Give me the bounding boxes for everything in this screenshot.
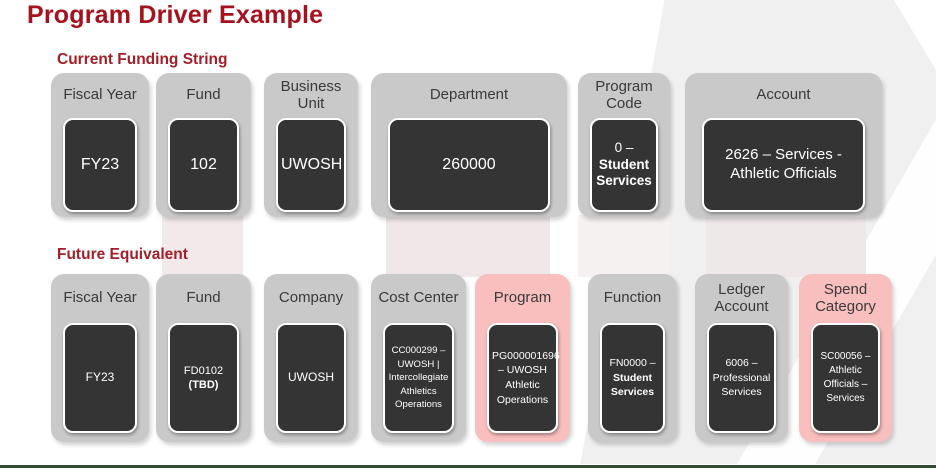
connector-department: [386, 215, 550, 277]
value-text: CC000299 – UWOSH | Intercollegiate Athle…: [388, 345, 449, 411]
section-heading-future: Future Equivalent: [57, 246, 188, 263]
current-box-fiscal-year: Fiscal Year FY23: [51, 73, 149, 217]
future-box-spend-category: Spend Category SC00056 – Athletic Offici…: [799, 274, 892, 442]
future-cost-center-value: CC000299 – UWOSH | Intercollegiate Athle…: [383, 323, 454, 433]
current-account-label: Account: [756, 86, 811, 104]
value-text: 0 –: [614, 139, 634, 155]
future-spend-category-label: Spend Category: [815, 280, 876, 315]
future-program-value: PG000001696 – UWOSH Athletic Operations: [487, 323, 560, 433]
current-fund-value: 102: [168, 118, 239, 212]
future-company-label: Company: [278, 289, 344, 307]
current-fiscal-year-value: FY23: [63, 118, 137, 212]
future-cost-center-label: Cost Center: [378, 289, 459, 307]
current-department-label: Department: [429, 86, 509, 104]
future-box-company: Company UWOSH: [264, 274, 358, 442]
value-text: PG000001696 – UWOSH Athletic Operations: [492, 349, 560, 406]
value-text: 2626 – Services - Athletic Officials: [725, 146, 842, 182]
value-text: FY23: [80, 156, 120, 173]
value-text-bold: Student Services: [610, 371, 655, 399]
value-text: FN0000 –: [609, 356, 656, 369]
connector-account: [706, 215, 866, 277]
future-fund-label: Fund: [186, 289, 221, 307]
current-box-business-unit: Business Unit UWOSH: [264, 73, 358, 217]
future-box-fiscal-year: Fiscal Year FY23: [51, 274, 149, 442]
current-box-program-code: Program Code 0 –Student Services: [578, 73, 670, 217]
current-business-unit-label: Business Unit: [280, 77, 342, 112]
connector-program-code: [578, 215, 670, 277]
future-function-value: FN0000 – Student Services: [600, 323, 665, 433]
future-fund-value: FD0102 (TBD): [168, 323, 239, 433]
current-program-code-label: Program Code: [595, 77, 653, 112]
current-program-code-value: 0 –Student Services: [590, 118, 658, 212]
value-text: UWOSH: [288, 370, 334, 385]
future-box-function: Function FN0000 – Student Services: [588, 274, 677, 442]
future-ledger-account-value: 6006 – Professional Services: [707, 323, 776, 433]
future-box-cost-center: Cost Center CC000299 – UWOSH | Intercoll…: [371, 274, 466, 442]
current-account-value: 2626 – Services - Athletic Officials: [702, 118, 865, 212]
current-department-value: 260000: [388, 118, 550, 212]
current-fiscal-year-label: Fiscal Year: [63, 86, 137, 104]
current-box-fund: Fund 102: [156, 73, 251, 217]
future-function-label: Function: [603, 289, 662, 307]
future-box-fund: Fund FD0102 (TBD): [156, 274, 251, 442]
current-business-unit-value: UWOSH: [276, 118, 346, 212]
footer-rule: [0, 465, 936, 468]
value-text: 6006 – Professional Services: [712, 356, 771, 399]
future-company-value: UWOSH: [276, 323, 346, 433]
current-box-department: Department 260000: [371, 73, 567, 217]
value-text: FD0102: [183, 364, 224, 377]
value-text: 102: [190, 156, 217, 173]
current-box-account: Account 2626 – Services - Athletic Offic…: [685, 73, 882, 217]
future-spend-category-value: SC00056 – Athletic Officials – Services: [811, 323, 880, 433]
future-fiscal-year-label: Fiscal Year: [63, 289, 137, 307]
future-ledger-account-label: Ledger Account: [714, 280, 769, 315]
future-program-label: Program: [493, 289, 552, 307]
value-text: 260000: [442, 156, 496, 173]
value-text: FY23: [85, 370, 115, 385]
future-box-program: Program PG000001696 – UWOSH Athletic Ope…: [475, 274, 570, 442]
section-heading-current: Current Funding String: [57, 51, 228, 68]
future-box-ledger-account: Ledger Account 6006 – Professional Servi…: [695, 274, 788, 442]
value-text: UWOSH: [281, 156, 343, 173]
page-title: Program Driver Example: [27, 1, 324, 29]
value-text: SC00056 – Athletic Officials – Services: [820, 351, 871, 404]
value-text-bold: Student Services: [596, 156, 652, 189]
current-fund-label: Fund: [186, 86, 221, 104]
value-text-bold: (TBD): [188, 379, 219, 391]
connector-fund: [162, 215, 243, 277]
future-fiscal-year-value: FY23: [63, 323, 137, 433]
